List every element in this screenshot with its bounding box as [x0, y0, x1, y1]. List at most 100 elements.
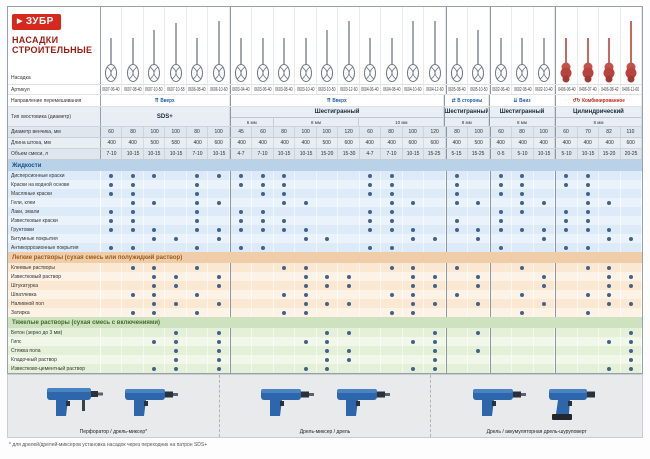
compat-cell [534, 243, 556, 252]
compat-cell [229, 299, 253, 308]
compat-cell [295, 189, 317, 198]
compat-dot [411, 301, 416, 306]
compat-cell [512, 337, 534, 346]
shank-group: SDS+ [101, 107, 230, 126]
compat-cell [621, 189, 643, 198]
compat-dot [564, 173, 569, 178]
compat-cell [534, 290, 556, 299]
compat-cell [360, 272, 382, 281]
compat-dot [109, 245, 114, 250]
compat-cell [208, 216, 230, 225]
compat-dot [411, 265, 416, 270]
compat-cell [165, 207, 187, 216]
nozzle-image [359, 7, 382, 84]
media-row-label: Известковый раствор [8, 272, 101, 281]
compat-cell [144, 299, 166, 308]
media-row-label: Антикоррозионные покрытия [8, 243, 101, 252]
diameter-cell: 100 [534, 127, 556, 137]
length-cell: 400 [555, 138, 578, 148]
compat-cell [621, 198, 643, 207]
compat-dot [216, 339, 221, 344]
compat-dot [216, 283, 221, 288]
row-label-nozzle: Насадка [8, 7, 101, 84]
compat-cell [208, 207, 230, 216]
compat-cell [403, 281, 425, 290]
compat-dot [325, 366, 330, 371]
compat-cell [489, 346, 513, 355]
compat-cell [424, 243, 446, 252]
compat-cell [489, 328, 513, 337]
compat-cell [489, 290, 513, 299]
compat-dot [130, 265, 135, 270]
compat-cell [555, 243, 578, 252]
compat-cell [360, 290, 382, 299]
compat-dot [239, 209, 244, 214]
length-cell: 400 [599, 138, 621, 148]
compat-dot [216, 348, 221, 353]
compat-cell [144, 355, 166, 364]
compat-dot [541, 236, 546, 241]
compat-cell [208, 263, 230, 272]
compat-cell [338, 281, 360, 290]
compat-dot [130, 218, 135, 223]
compat-cell [468, 337, 490, 346]
compat-cell [338, 337, 360, 346]
compat-cell [208, 234, 230, 243]
compat-cell [187, 328, 209, 337]
compat-cell [360, 189, 382, 198]
compat-cell [274, 328, 296, 337]
compat-cell [578, 346, 600, 355]
compat-dot [260, 227, 265, 232]
compat-cell [208, 308, 230, 317]
article-cell: 0605-10-50 [468, 85, 490, 94]
compat-cell [621, 180, 643, 189]
compat-cell [468, 299, 490, 308]
volume-cell: 7-10 [101, 149, 123, 159]
nozzle-image [101, 7, 123, 84]
compat-cell [424, 308, 446, 317]
media-row-label: Масляные краски [8, 189, 101, 198]
compat-dot [130, 227, 135, 232]
compat-cell [317, 263, 339, 272]
compat-cell [360, 234, 382, 243]
compat-cell [534, 272, 556, 281]
media-row-label: Клеевые растворы [8, 263, 101, 272]
compat-dot [520, 173, 525, 178]
compat-cell [599, 290, 621, 299]
compat-cell [621, 299, 643, 308]
compat-cell [468, 328, 490, 337]
compat-cell [468, 290, 490, 299]
compat-dot [498, 191, 503, 196]
compat-cell [252, 216, 274, 225]
compat-cell [295, 355, 317, 364]
compat-dot [239, 218, 244, 223]
compat-cell [360, 364, 382, 373]
compat-cell [424, 281, 446, 290]
compat-cell [252, 337, 274, 346]
compat-cell [381, 171, 403, 180]
compat-dot [303, 301, 308, 306]
compat-dot [346, 330, 351, 335]
nozzle-image [599, 7, 621, 84]
length-cell: 400 [229, 138, 253, 148]
compat-dot [195, 292, 200, 297]
compat-cell [468, 272, 490, 281]
compat-cell [252, 243, 274, 252]
compat-cell [489, 198, 513, 207]
compat-dot [346, 348, 351, 353]
compat-cell [468, 355, 490, 364]
compat-dot [368, 182, 373, 187]
compat-cell [317, 243, 339, 252]
compat-cell [144, 337, 166, 346]
compat-cell [445, 337, 469, 346]
compat-cell [599, 299, 621, 308]
media-row-label: Дисперсионные краски [8, 171, 101, 180]
volume-cell: 15-20 [599, 149, 621, 159]
compat-cell [317, 171, 339, 180]
compat-cell [555, 337, 578, 346]
compat-dot [498, 218, 503, 223]
compat-cell [144, 272, 166, 281]
compat-dot [541, 283, 546, 288]
compat-cell [512, 216, 534, 225]
